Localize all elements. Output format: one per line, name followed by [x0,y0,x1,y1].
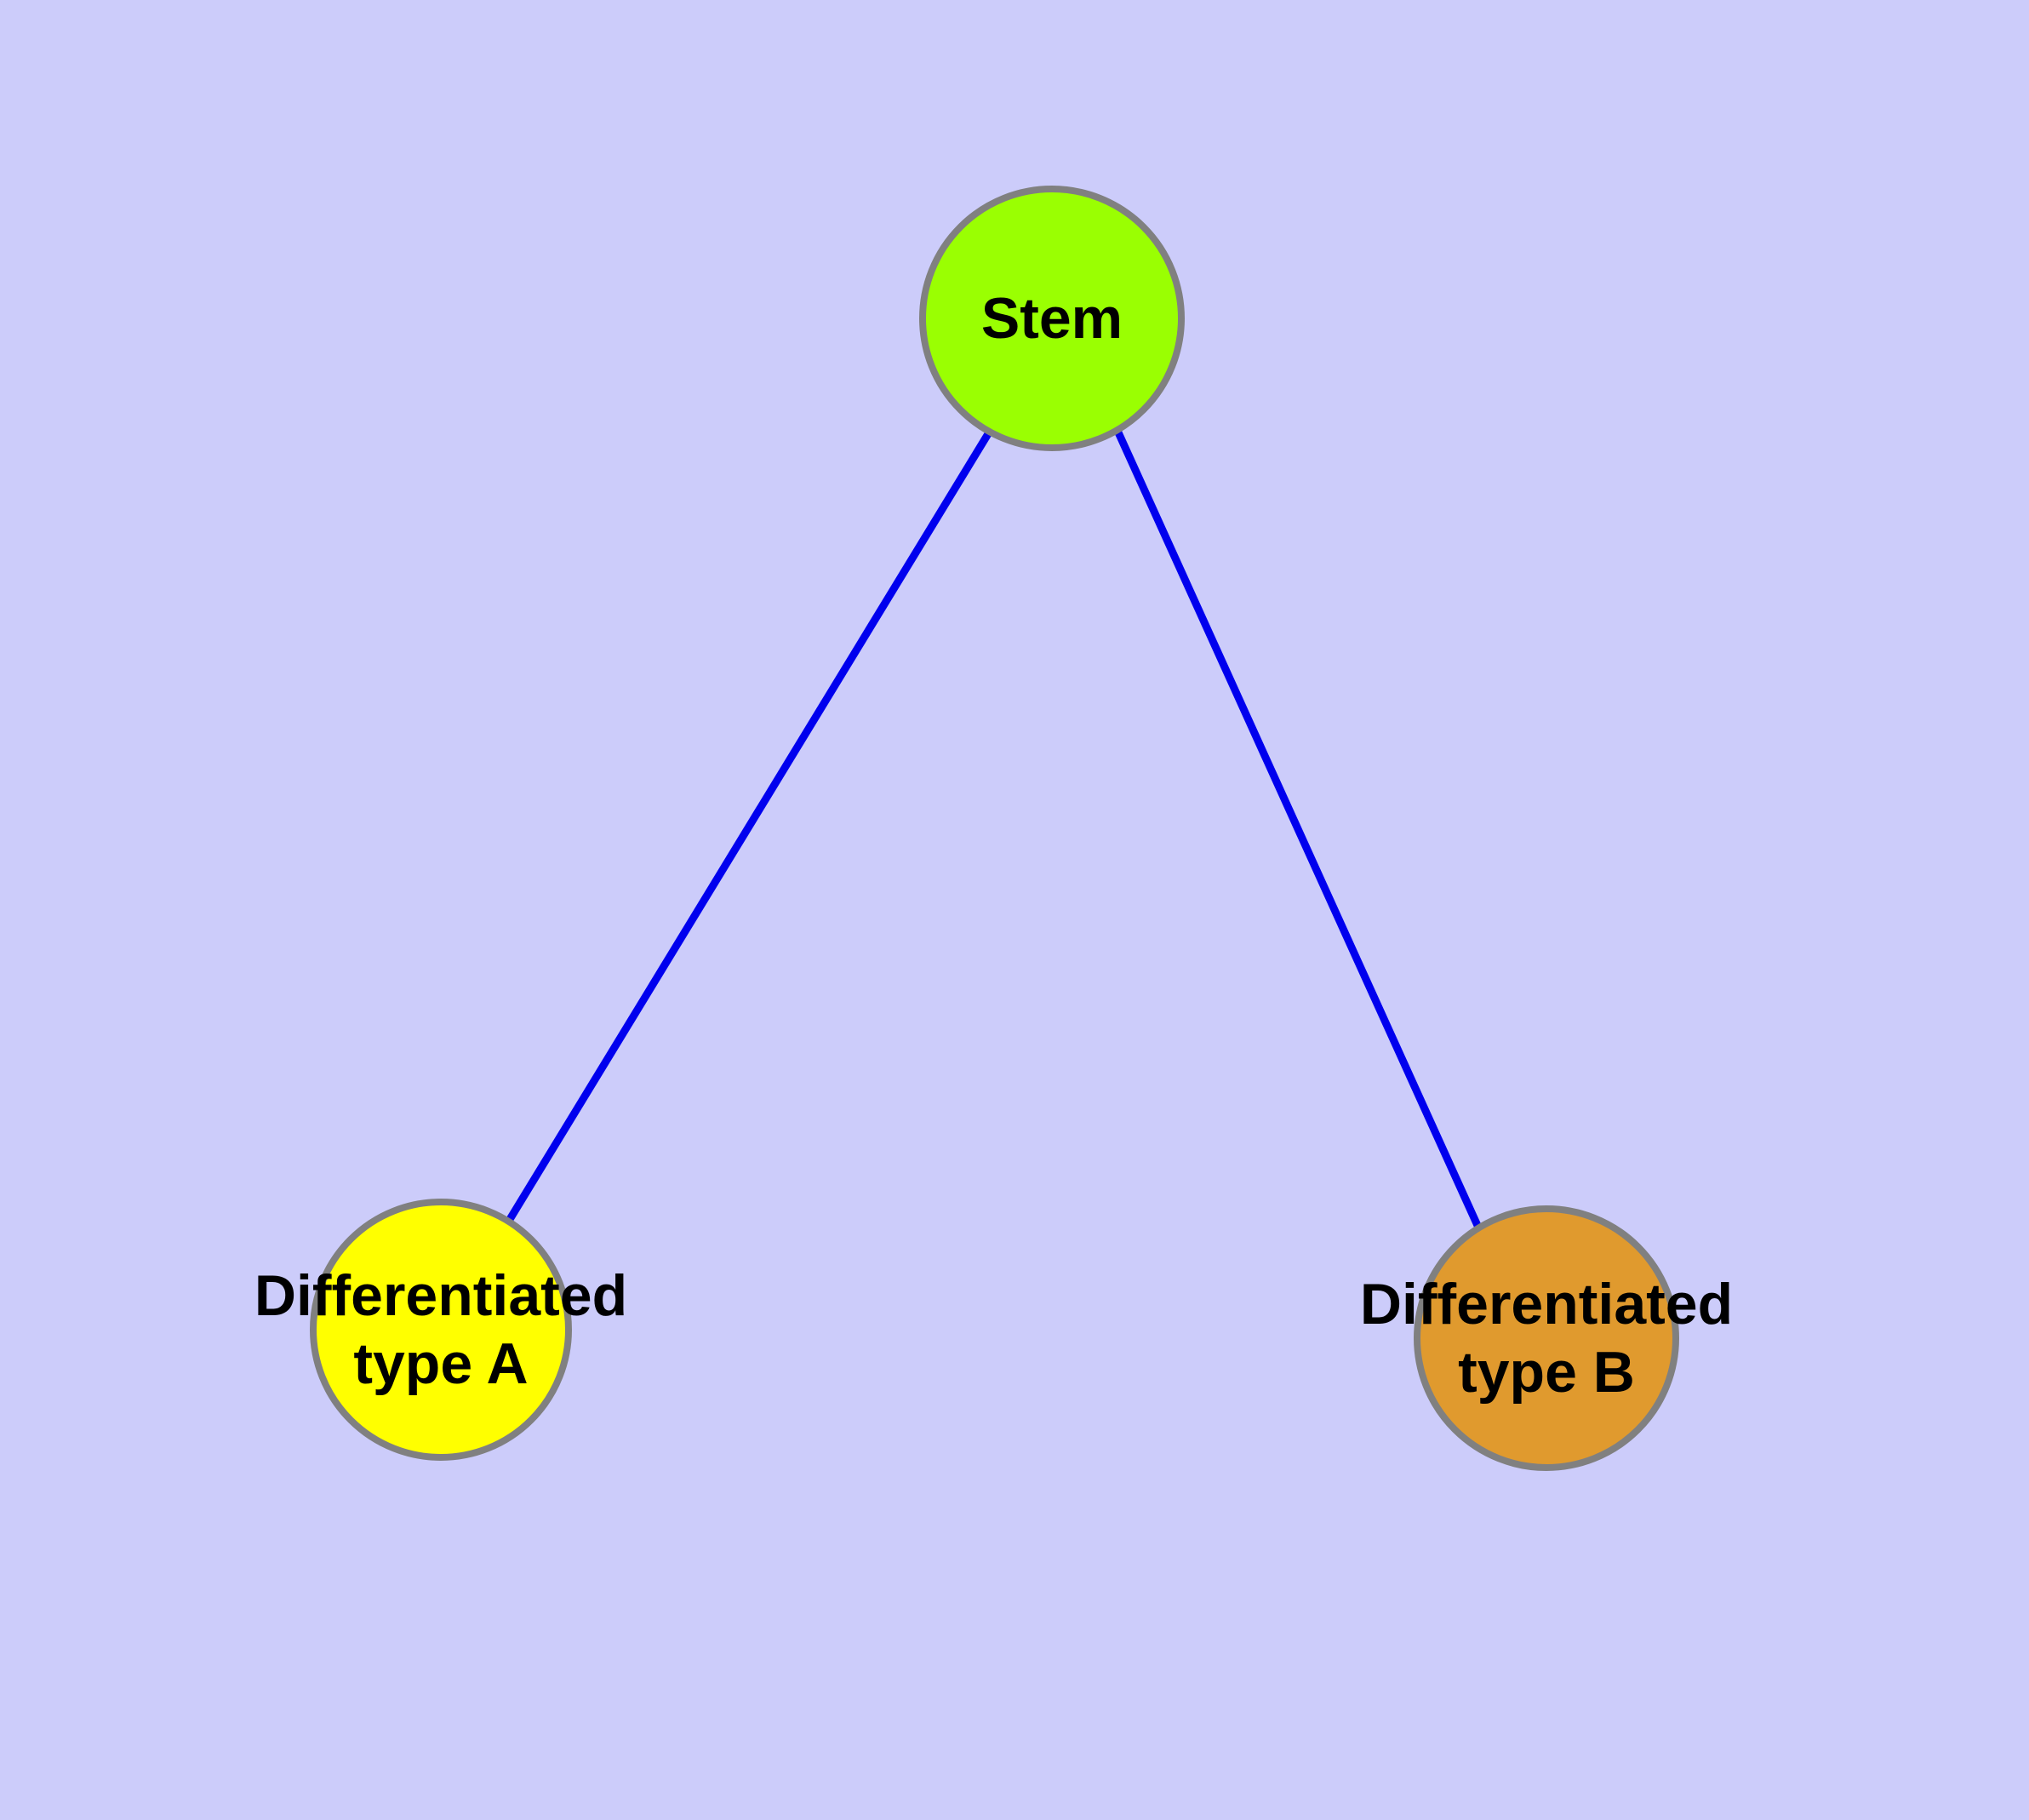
node-differentiated-type-a-circle[interactable] [310,1199,572,1461]
edge-stem-to-differentiated-a[interactable] [506,430,992,1223]
edge-stem-to-differentiated-b[interactable] [1114,431,1483,1231]
node-stem-label: Stem [981,286,1123,351]
node-stem[interactable]: Stem [919,186,1185,451]
edges-layer [506,430,1483,1231]
label-line: type A [353,1331,528,1396]
label-line: type B [1458,1340,1635,1405]
label-line: Stem [981,286,1123,351]
node-differentiated-type-b-circle[interactable] [1414,1205,1679,1471]
label-line: Differentiated [254,1263,627,1328]
label-line: Differentiated [1360,1272,1733,1336]
node-stem-circle[interactable] [919,186,1185,451]
